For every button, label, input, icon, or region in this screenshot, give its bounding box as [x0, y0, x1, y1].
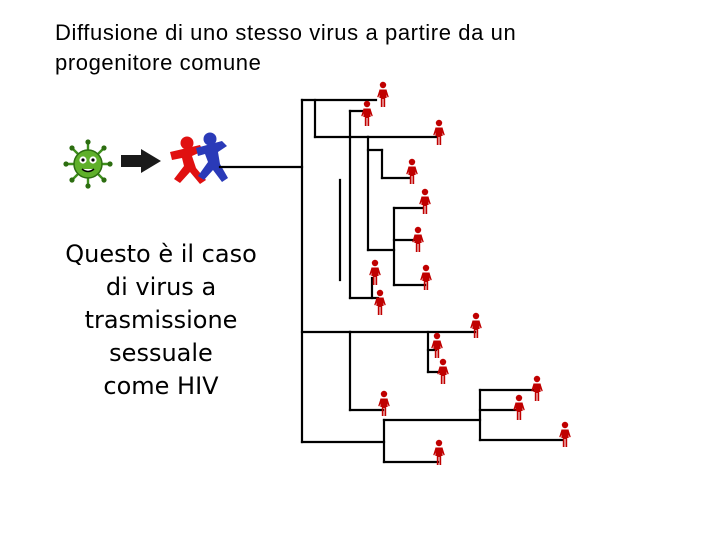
arrow-right-icon: [121, 149, 161, 173]
person-icon: [559, 421, 571, 447]
person-icon: [513, 394, 525, 420]
person-icon: [437, 358, 449, 384]
person-icon: [374, 289, 386, 315]
virus-icon: [63, 139, 113, 189]
person-icon: [431, 332, 443, 358]
slide-title: Diffusione di uno stesso virus a partire…: [55, 18, 695, 78]
title-line-2: progenitore comune: [55, 50, 262, 75]
person-icon: [378, 390, 390, 416]
couple-icon: [170, 132, 228, 184]
person-icon: [420, 264, 432, 290]
person-icon: [406, 158, 418, 184]
title-line-1: Diffusione di uno stesso virus a partire…: [55, 20, 517, 45]
person-icon: [377, 81, 389, 107]
caption-line-3: trasmissione: [84, 306, 238, 334]
person-icon: [470, 312, 482, 338]
person-icon: [412, 226, 424, 252]
person-icon: [361, 100, 373, 126]
caption-line-4: sessuale: [109, 339, 213, 367]
tip-people: [361, 81, 571, 465]
person-icon: [419, 188, 431, 214]
phylogenetic-tree: [218, 98, 564, 464]
caption-line-5: come HIV: [103, 372, 219, 400]
caption-text: Questo è il caso di virus a trasmissione…: [20, 238, 302, 403]
caption-line-2: di virus a: [105, 273, 217, 301]
person-icon: [433, 119, 445, 145]
person-icon: [531, 375, 543, 401]
caption-line-1: Questo è il caso: [65, 240, 257, 268]
